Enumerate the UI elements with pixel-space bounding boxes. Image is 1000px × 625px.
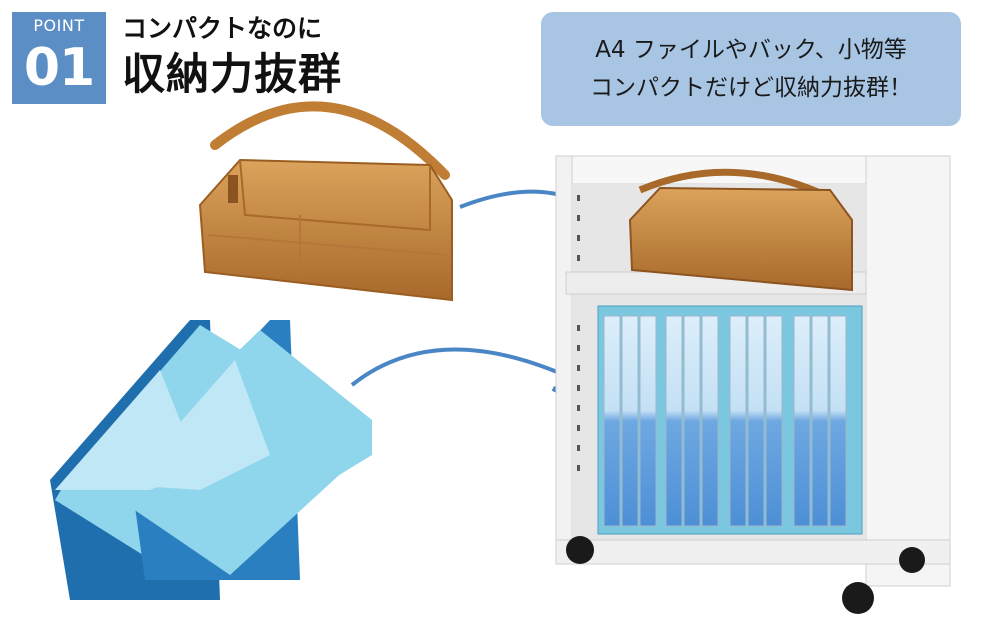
heading-subtitle: コンパクトなのに [122,14,323,43]
badge-number: 01 [23,38,95,98]
callout-line-2: コンパクトだけど収納力抜群！ [590,75,912,101]
storage-cabinet [555,155,951,614]
heading-title: 収納力抜群 [122,50,342,100]
badge-label: POINT [33,16,85,35]
arrow-to-file-shelf [350,347,582,385]
callout-bubble: A4 ファイルやバック、小物等 コンパクトだけど収納力抜群！ [541,12,961,126]
heading: コンパクトなのに 収納力抜群 [122,12,342,104]
file-folders [50,320,372,600]
handbag [198,101,453,302]
callout-line-1: A4 ファイルやバック、小物等 [595,37,907,63]
point-badge: POINT 01 [12,12,106,104]
